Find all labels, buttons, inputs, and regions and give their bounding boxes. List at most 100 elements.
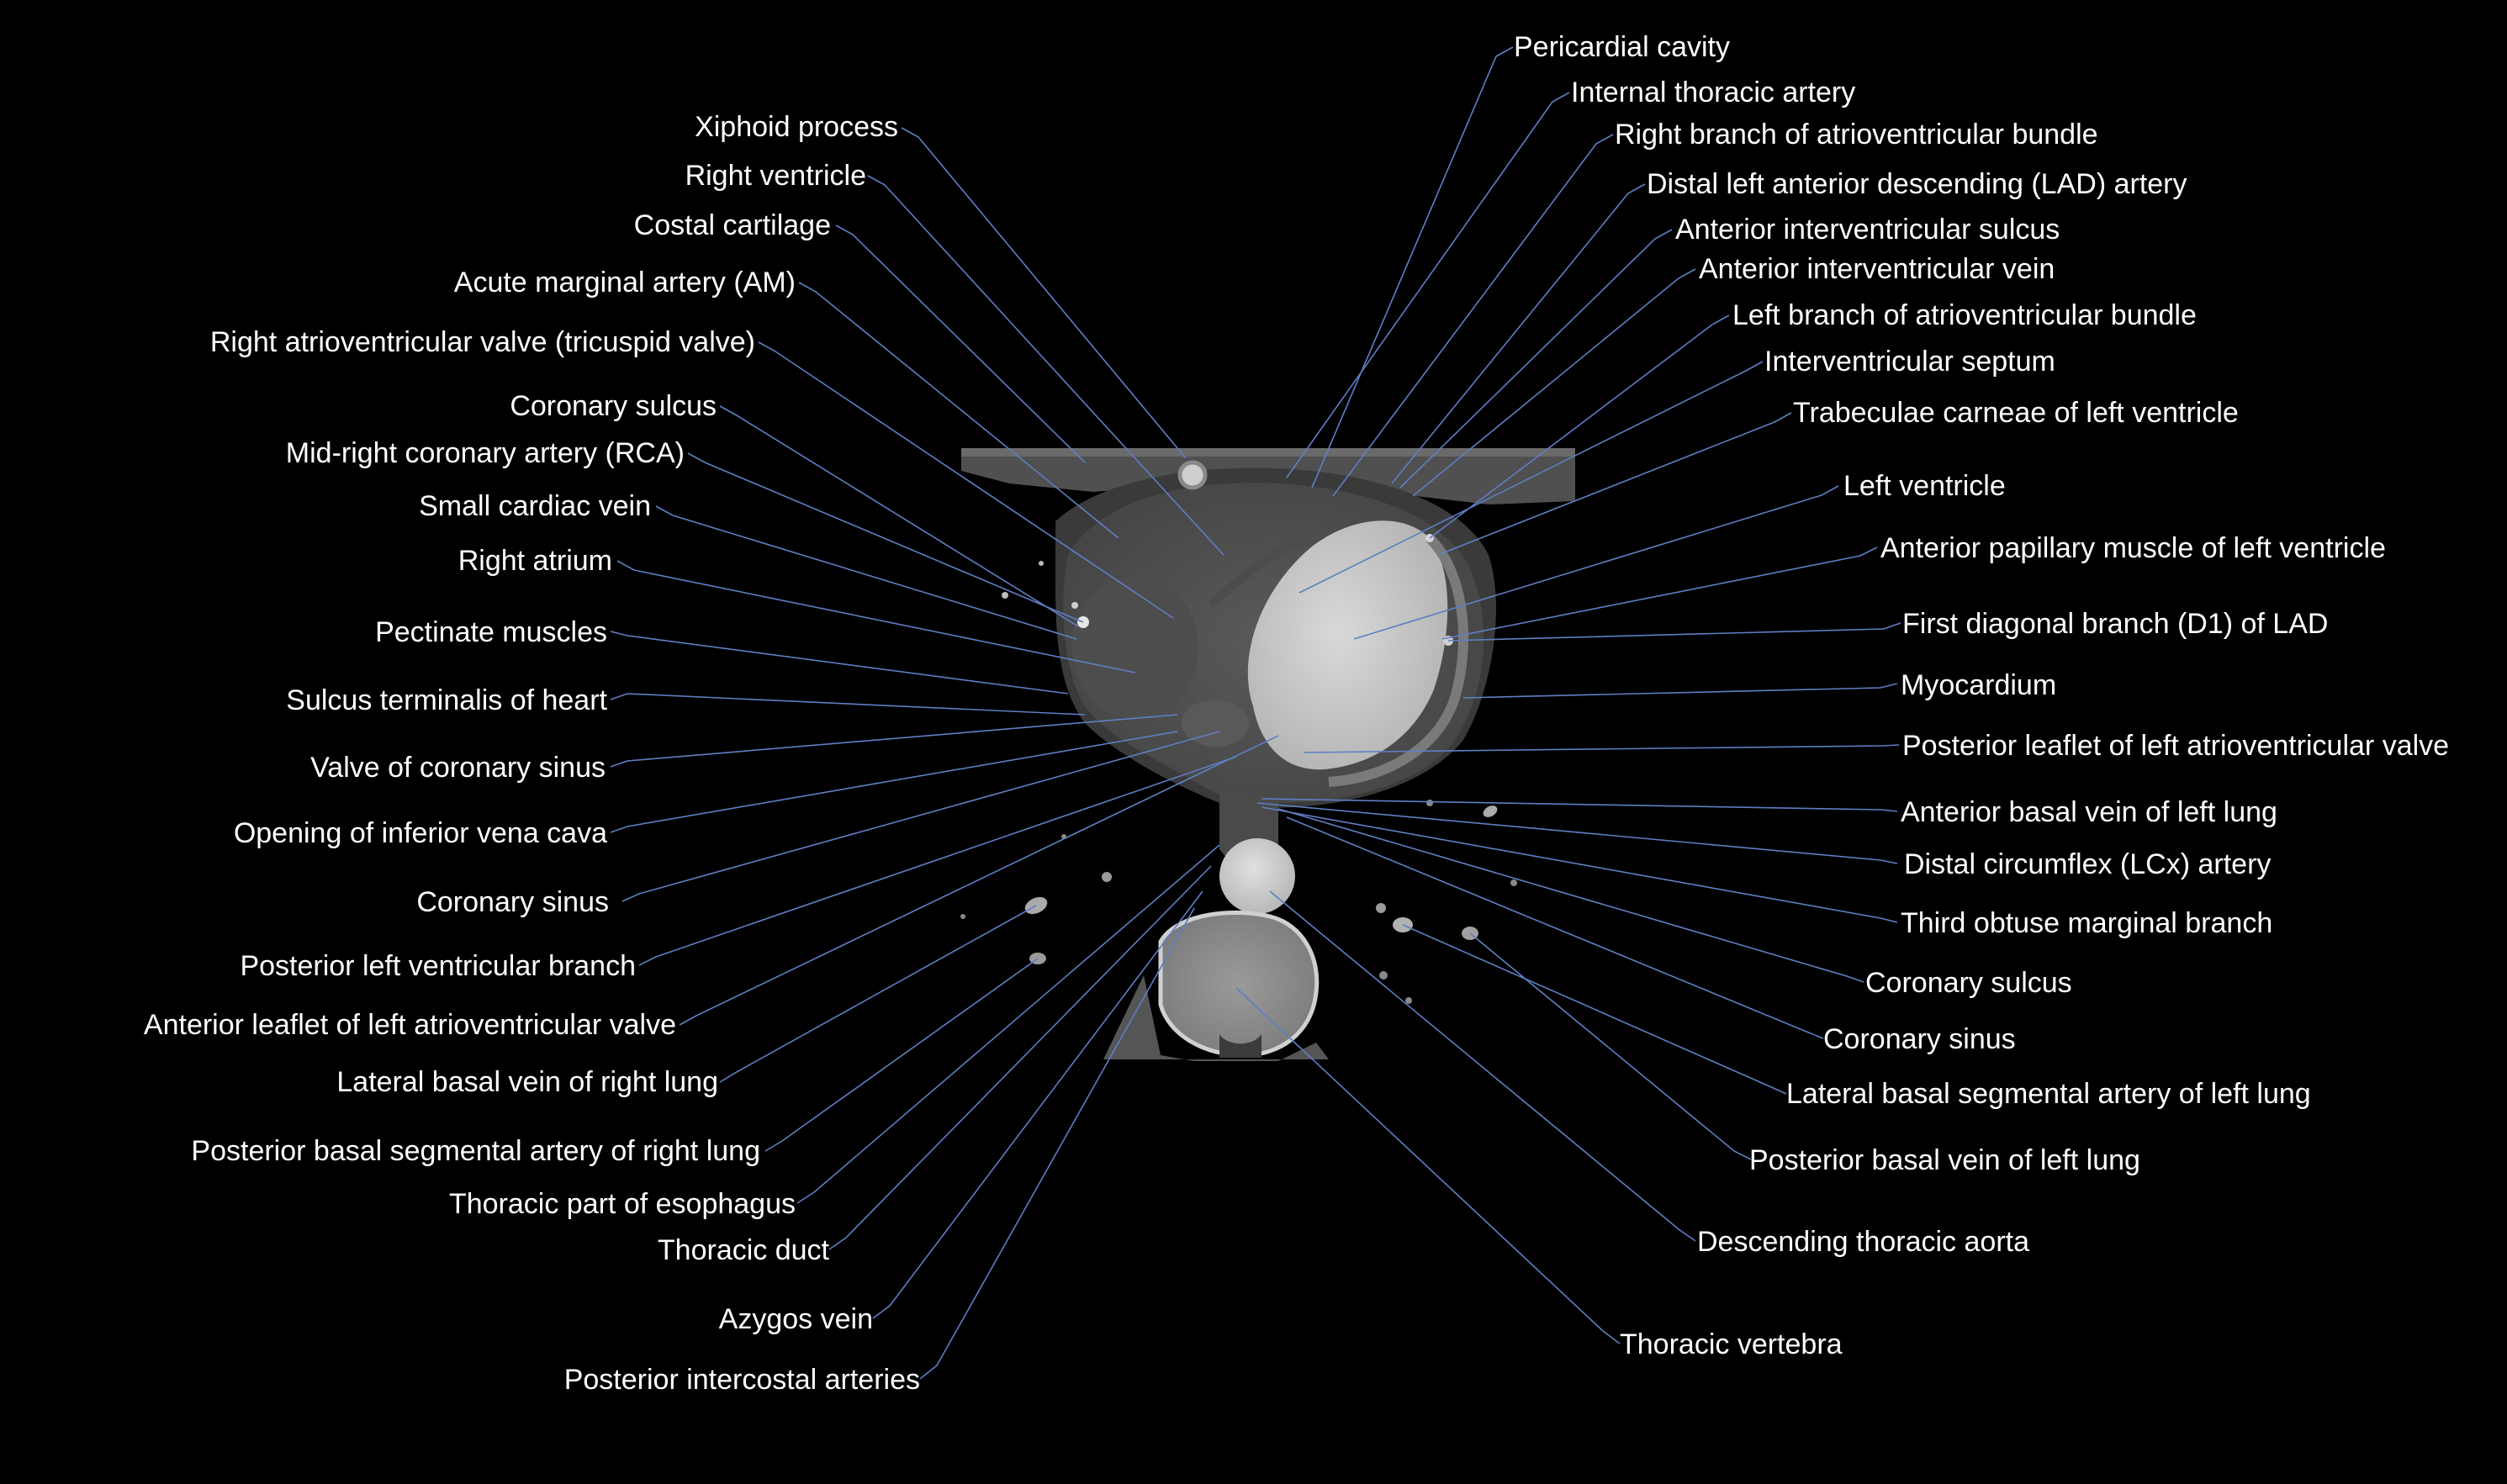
leader-anterior-papillary-muscle — [1441, 547, 1878, 640]
leader-distal-lad — [1391, 183, 1646, 484]
label-costal-cartilage: Costal cartilage — [634, 209, 831, 241]
leader-posterior-leaflet-mitral — [1303, 744, 1900, 753]
label-anterior-basal-vein-left: Anterior basal vein of left lung — [1901, 796, 2277, 828]
leader-myocardium — [1462, 683, 1898, 699]
lung-vessel-7 — [1376, 903, 1386, 913]
label-xiphoid-process: Xiphoid process — [695, 111, 898, 143]
ct-image — [960, 448, 1575, 1061]
label-small-cardiac-vein: Small cardiac vein — [419, 490, 651, 522]
label-mid-rca: Mid-right coronary artery (RCA) — [286, 437, 685, 469]
leader-mid-rca — [687, 452, 1084, 623]
lung-vessel-11 — [1405, 997, 1412, 1004]
label-pericardial-cavity: Pericardial cavity — [1514, 31, 1730, 63]
label-opening-ivc: Opening of inferior vena cava — [234, 817, 607, 849]
lung-vessel-9 — [1426, 800, 1433, 806]
leader-thoracic-vertebra — [1235, 987, 1621, 1344]
leader-tricuspid-valve — [758, 341, 1174, 619]
lung-vessel-5 — [1483, 805, 1498, 817]
leader-azygos-vein — [872, 890, 1203, 1319]
label-valve-of-coronary-sinus: Valve of coronary sinus — [310, 752, 606, 784]
label-anterior-iv-sulcus: Anterior interventricular sulcus — [1675, 214, 2060, 246]
label-posterior-intercostal: Posterior intercostal arteries — [564, 1364, 920, 1396]
label-lateral-basal-vein-right: Lateral basal vein of right lung — [336, 1066, 718, 1098]
label-sulcus-terminalis: Sulcus terminalis of heart — [286, 684, 607, 716]
small-dot-1 — [1002, 592, 1008, 599]
vertebral-body — [1158, 910, 1320, 1058]
leader-anterior-iv-vein — [1412, 268, 1696, 497]
label-acute-marginal-artery: Acute marginal artery (AM) — [454, 267, 796, 298]
leader-costal-cartilage — [835, 224, 1086, 463]
leader-thoracic-esophagus — [796, 844, 1220, 1204]
label-posterior-leaflet-mitral: Posterior leaflet of left atrioventricul… — [1902, 730, 2449, 762]
leader-pericardial-cavity — [1311, 46, 1514, 489]
leader-right-branch-av-bundle — [1332, 134, 1614, 497]
leader-xiphoid-process — [901, 127, 1187, 459]
label-posterior-lv-branch: Posterior left ventricular branch — [240, 950, 636, 982]
label-d1: First diagonal branch (D1) of LAD — [1902, 608, 2328, 640]
label-anterior-papillary-muscle: Anterior papillary muscle of left ventri… — [1880, 532, 2386, 564]
label-posterior-basal-vein-left: Posterior basal vein of left lung — [1749, 1144, 2140, 1176]
label-left-ventricle: Left ventricle — [1843, 470, 2006, 502]
am-dot — [1071, 602, 1078, 609]
label-left-branch-av-bundle: Left branch of atrioventricular bundle — [1732, 299, 2197, 331]
descending-aorta — [1219, 838, 1295, 914]
label-interventricular-septum: Interventricular septum — [1764, 346, 2055, 378]
label-coronary-sulcus-right: Coronary sulcus — [1865, 967, 2072, 999]
leader-coronary-sinus-right — [1286, 816, 1824, 1039]
leader-opening-ivc — [610, 731, 1178, 833]
spinal-canal — [1219, 1034, 1261, 1058]
label-pectinate-muscles: Pectinate muscles — [375, 616, 607, 648]
label-posterior-basal-artery-right: Posterior basal segmental artery of righ… — [191, 1135, 760, 1167]
small-dot-2 — [1039, 561, 1044, 566]
leader-posterior-lv-branch — [638, 756, 1237, 966]
septum-shading — [1208, 534, 1314, 609]
leader-right-atrium — [616, 560, 1136, 673]
lung-vessel-12 — [960, 914, 965, 919]
leader-interventricular-septum — [1298, 361, 1764, 594]
label-distal-lcx: Distal circumflex (LCx) artery — [1904, 848, 2271, 880]
label-right-ventricle: Right ventricle — [685, 160, 866, 192]
label-coronary-sinus-right: Coronary sinus — [1823, 1023, 2016, 1055]
leader-thoracic-duct — [828, 865, 1212, 1250]
label-thoracic-esophagus: Thoracic part of esophagus — [449, 1188, 796, 1220]
leader-anterior-basal-vein-left — [1261, 798, 1898, 812]
leader-descending-aorta — [1269, 890, 1696, 1242]
label-right-branch-av-bundle: Right branch of atrioventricular bundle — [1615, 119, 2098, 151]
leader-sulcus-terminalis — [610, 693, 1086, 716]
label-azygos-vein: Azygos vein — [719, 1303, 873, 1335]
labels-right: Pericardial cavity Internal thoracic art… — [1514, 31, 2449, 1360]
label-trabeculae-carneae: Trabeculae carneae of left ventricle — [1793, 397, 2239, 429]
lung-vessel-8 — [1510, 879, 1517, 886]
leader-left-branch-av-bundle — [1429, 314, 1730, 539]
leader-lines — [610, 46, 1901, 1380]
right-atrium-region — [1072, 576, 1198, 719]
leader-posterior-intercostal — [919, 907, 1195, 1380]
lung-vessel-6 — [1102, 872, 1112, 882]
leader-d1 — [1447, 622, 1901, 642]
leader-third-om — [1261, 806, 1898, 923]
myocardium-rim — [1328, 534, 1468, 787]
leader-pectinate-muscles — [610, 631, 1069, 694]
label-third-om: Third obtuse marginal branch — [1901, 907, 2272, 939]
leader-lateral-basal-artery-left — [1402, 924, 1787, 1095]
leader-coronary-sulcus-left — [719, 405, 1079, 627]
subcutaneous-fat-band — [961, 448, 1575, 457]
leader-internal-thoracic-artery — [1286, 92, 1570, 478]
label-coronary-sulcus-left: Coronary sulcus — [510, 390, 717, 422]
leader-coronary-sulcus-right — [1277, 808, 1864, 983]
label-lateral-basal-artery-left: Lateral basal segmental artery of left l… — [1786, 1078, 2311, 1110]
lung-vessel-10 — [1379, 971, 1388, 980]
label-coronary-sinus-left: Coronary sinus — [416, 886, 609, 918]
leader-trabeculae-carneae — [1437, 412, 1792, 556]
leader-valve-of-coronary-sinus — [610, 714, 1178, 768]
coronary-sinus-region — [1182, 700, 1249, 747]
leader-left-ventricle — [1353, 485, 1839, 640]
leader-right-ventricle — [867, 175, 1224, 556]
label-thoracic-duct: Thoracic duct — [658, 1234, 830, 1266]
leader-posterior-basal-vein-left — [1469, 932, 1752, 1160]
label-internal-thoracic-artery: Internal thoracic artery — [1571, 77, 1855, 108]
leader-lateral-basal-vein-right — [719, 905, 1037, 1083]
left-ventricle-cavity — [1247, 520, 1448, 770]
label-right-atrium: Right atrium — [458, 545, 612, 577]
